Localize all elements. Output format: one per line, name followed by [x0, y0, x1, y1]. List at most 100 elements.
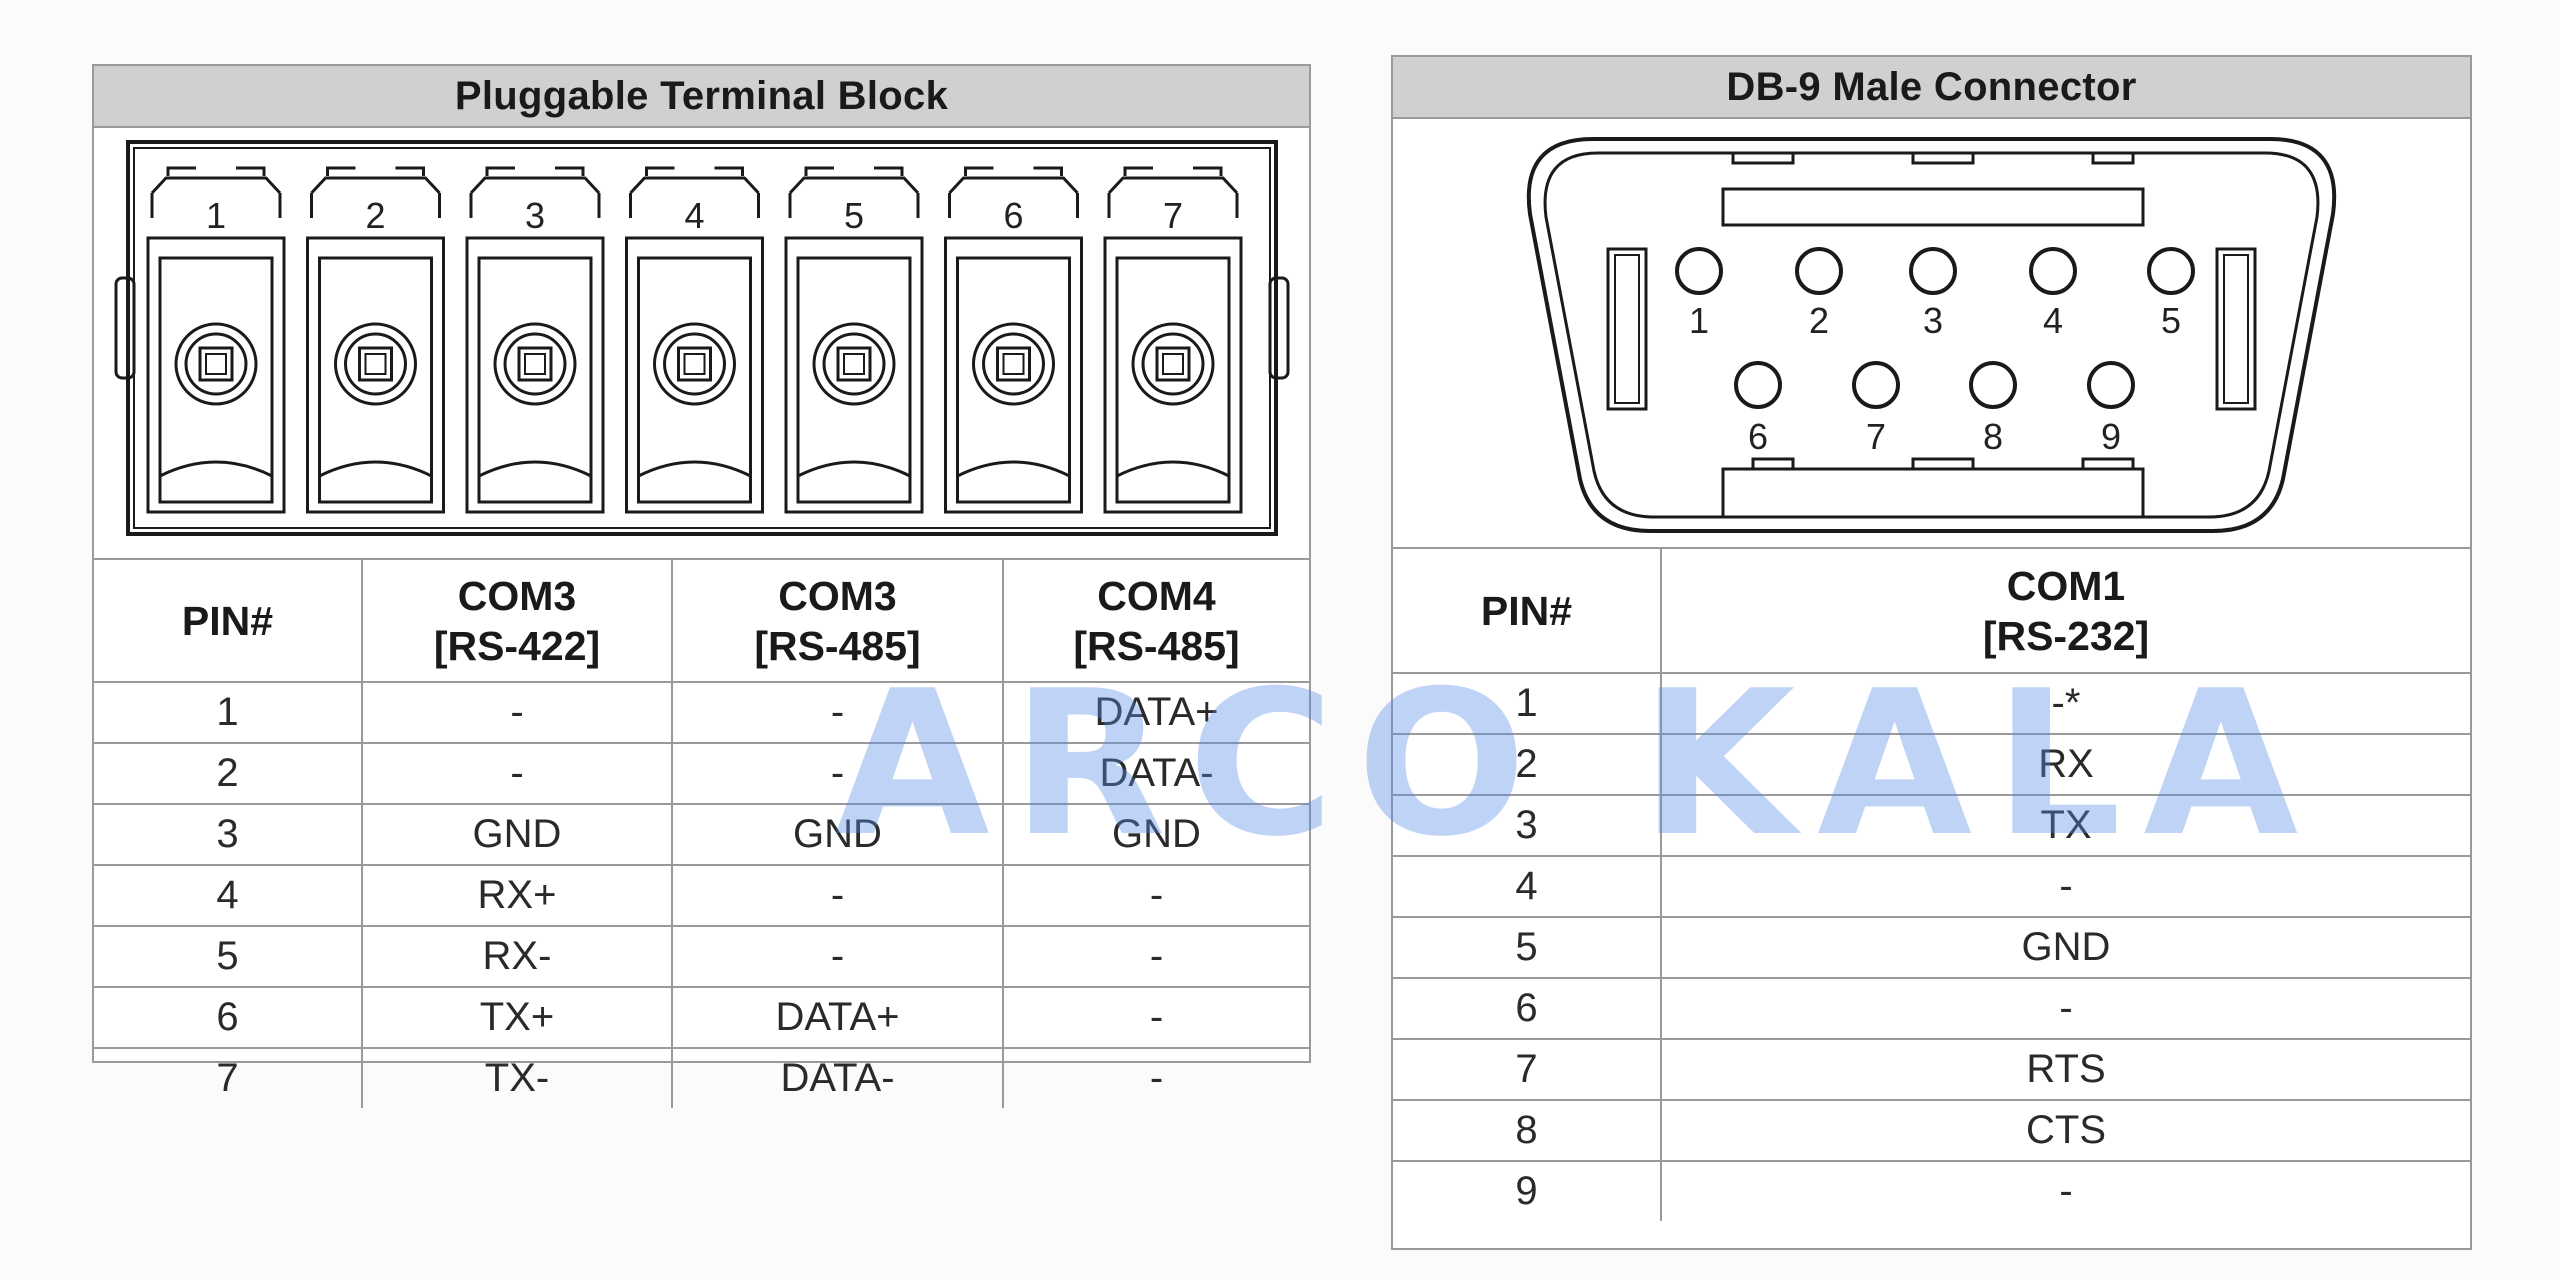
- db9-pin: 2: [1795, 247, 1843, 341]
- terminal-block-table-row: 2--DATA-: [94, 742, 1309, 805]
- db9-pin: 3: [1909, 247, 1957, 341]
- terminal-block-header-sub: [RS-485]: [1073, 622, 1240, 669]
- db9-pin-label: 6: [1748, 416, 1768, 457]
- terminal-block-cell: GND: [671, 803, 1004, 866]
- terminal-block-header-sub: [RS-485]: [754, 622, 921, 669]
- db9-pin: 7: [1852, 361, 1900, 457]
- terminal-slot: 1: [146, 166, 286, 514]
- db9-header-col-1: COM1[RS-232]: [1660, 549, 2470, 674]
- terminal-pin-label: 1: [206, 195, 226, 236]
- db9-table-row: 9-: [1393, 1160, 2470, 1221]
- terminal-pin-label: 5: [844, 195, 864, 236]
- db9-diagram: 1 2 3 4 5 6 7 8 9: [1393, 119, 2470, 549]
- terminal-block-header-line: PIN#: [181, 597, 274, 644]
- terminal-block-cell: TX+: [361, 986, 673, 1049]
- db9-cell: 8: [1393, 1099, 1662, 1162]
- db9-cell: TX: [1660, 794, 2470, 857]
- db9-pin-label: 1: [1689, 300, 1709, 341]
- terminal-slot: 5: [784, 166, 924, 514]
- terminal-block-cell: DATA-: [671, 1047, 1004, 1108]
- terminal-block-drawing: 1 2 3 4 5 6 7: [114, 140, 1290, 536]
- terminal-pin-label: 3: [525, 195, 545, 236]
- db9-cell: 3: [1393, 794, 1662, 857]
- terminal-pin-label: 6: [1003, 195, 1023, 236]
- terminal-block-header-line: COM4: [1097, 572, 1216, 619]
- db9-cell: RTS: [1660, 1038, 2470, 1101]
- terminal-block-cell: DATA+: [671, 986, 1004, 1049]
- db9-pin: 4: [2029, 247, 2077, 341]
- terminal-block-cell: 4: [94, 864, 363, 927]
- db9-cell: -: [1660, 977, 2470, 1040]
- db9-header-line: PIN#: [1480, 587, 1573, 634]
- db9-pin-label: 5: [2161, 300, 2181, 341]
- terminal-block-cell: 2: [94, 742, 363, 805]
- db9-table-row: 4-: [1393, 855, 2470, 918]
- db9-cell: 6: [1393, 977, 1662, 1040]
- db9-cell: CTS: [1660, 1099, 2470, 1162]
- terminal-block-header-col-3: COM4[RS-485]: [1002, 560, 1309, 683]
- terminal-block-cell: -: [1002, 1047, 1309, 1108]
- terminal-block-cell: -: [671, 681, 1004, 744]
- terminal-block-cell: -: [1002, 986, 1309, 1049]
- terminal-block-cell: -: [1002, 864, 1309, 927]
- terminal-block-cell: DATA+: [1002, 681, 1309, 744]
- db9-pin: 1: [1675, 247, 1723, 341]
- terminal-slot: 6: [944, 166, 1083, 514]
- db9-pin-label: 7: [1866, 416, 1886, 457]
- db9-pin-label: 4: [2043, 300, 2063, 341]
- db9-pin-label: 9: [2101, 416, 2121, 457]
- terminal-block-cell: -: [671, 864, 1004, 927]
- terminal-block-cell: 1: [94, 681, 363, 744]
- terminal-block-cell: -: [671, 742, 1004, 805]
- terminal-block-header-col-0: PIN#: [94, 560, 363, 683]
- terminal-block-cell: 3: [94, 803, 363, 866]
- terminal-pin-label: 4: [684, 195, 704, 236]
- db9-cell: 9: [1393, 1160, 1662, 1221]
- db9-pin-label: 2: [1809, 300, 1829, 341]
- db9-pin: 8: [1969, 361, 2017, 457]
- db9-table-row: 6-: [1393, 977, 2470, 1040]
- terminal-block-cell: -: [1002, 925, 1309, 988]
- terminal-block-header-sub: [RS-422]: [433, 622, 601, 669]
- db9-title: DB-9 Male Connector: [1393, 57, 2470, 119]
- terminal-block-title: Pluggable Terminal Block: [94, 66, 1309, 128]
- terminal-block-cell: -: [361, 742, 673, 805]
- terminal-block-cell: RX+: [361, 864, 673, 927]
- terminal-block-header-line: COM3: [457, 572, 577, 619]
- db9-pin-label: 8: [1983, 416, 2003, 457]
- terminal-block-cell: -: [671, 925, 1004, 988]
- terminal-pin-label: 2: [365, 195, 385, 236]
- terminal-block-cell: GND: [1002, 803, 1309, 866]
- terminal-block-header-col-2: COM3[RS-485]: [671, 560, 1004, 683]
- terminal-slot: 4: [625, 166, 764, 514]
- db9-pin: 6: [1734, 361, 1782, 457]
- terminal-block-cell: 5: [94, 925, 363, 988]
- db9-header-line: COM1: [2006, 562, 2126, 609]
- terminal-block-cell: RX-: [361, 925, 673, 988]
- db9-cell: -: [1660, 855, 2470, 918]
- db9-table-row: 1-*: [1393, 672, 2470, 735]
- terminal-block-cell: TX-: [361, 1047, 673, 1108]
- terminal-slot: 7: [1103, 166, 1243, 514]
- db9-cell: 5: [1393, 916, 1662, 979]
- terminal-block-header-col-1: COM3[RS-422]: [361, 560, 673, 683]
- terminal-block-table-row: 1--DATA+: [94, 681, 1309, 744]
- db9-cell: 1: [1393, 672, 1662, 735]
- terminal-block-cell: GND: [361, 803, 673, 866]
- db9-cell: -*: [1660, 672, 2470, 735]
- db9-cell: 7: [1393, 1038, 1662, 1101]
- terminal-block-cell: -: [361, 681, 673, 744]
- db9-cell: RX: [1660, 733, 2470, 796]
- terminal-slot: 3: [465, 166, 605, 514]
- db9-pin: 9: [2087, 361, 2135, 457]
- terminal-block-cell: DATA-: [1002, 742, 1309, 805]
- db9-drawing: 1 2 3 4 5 6 7 8 9: [1526, 137, 2337, 533]
- terminal-block-table: PIN#COM3[RS-422]COM3[RS-485]COM4[RS-485]…: [94, 560, 1309, 1108]
